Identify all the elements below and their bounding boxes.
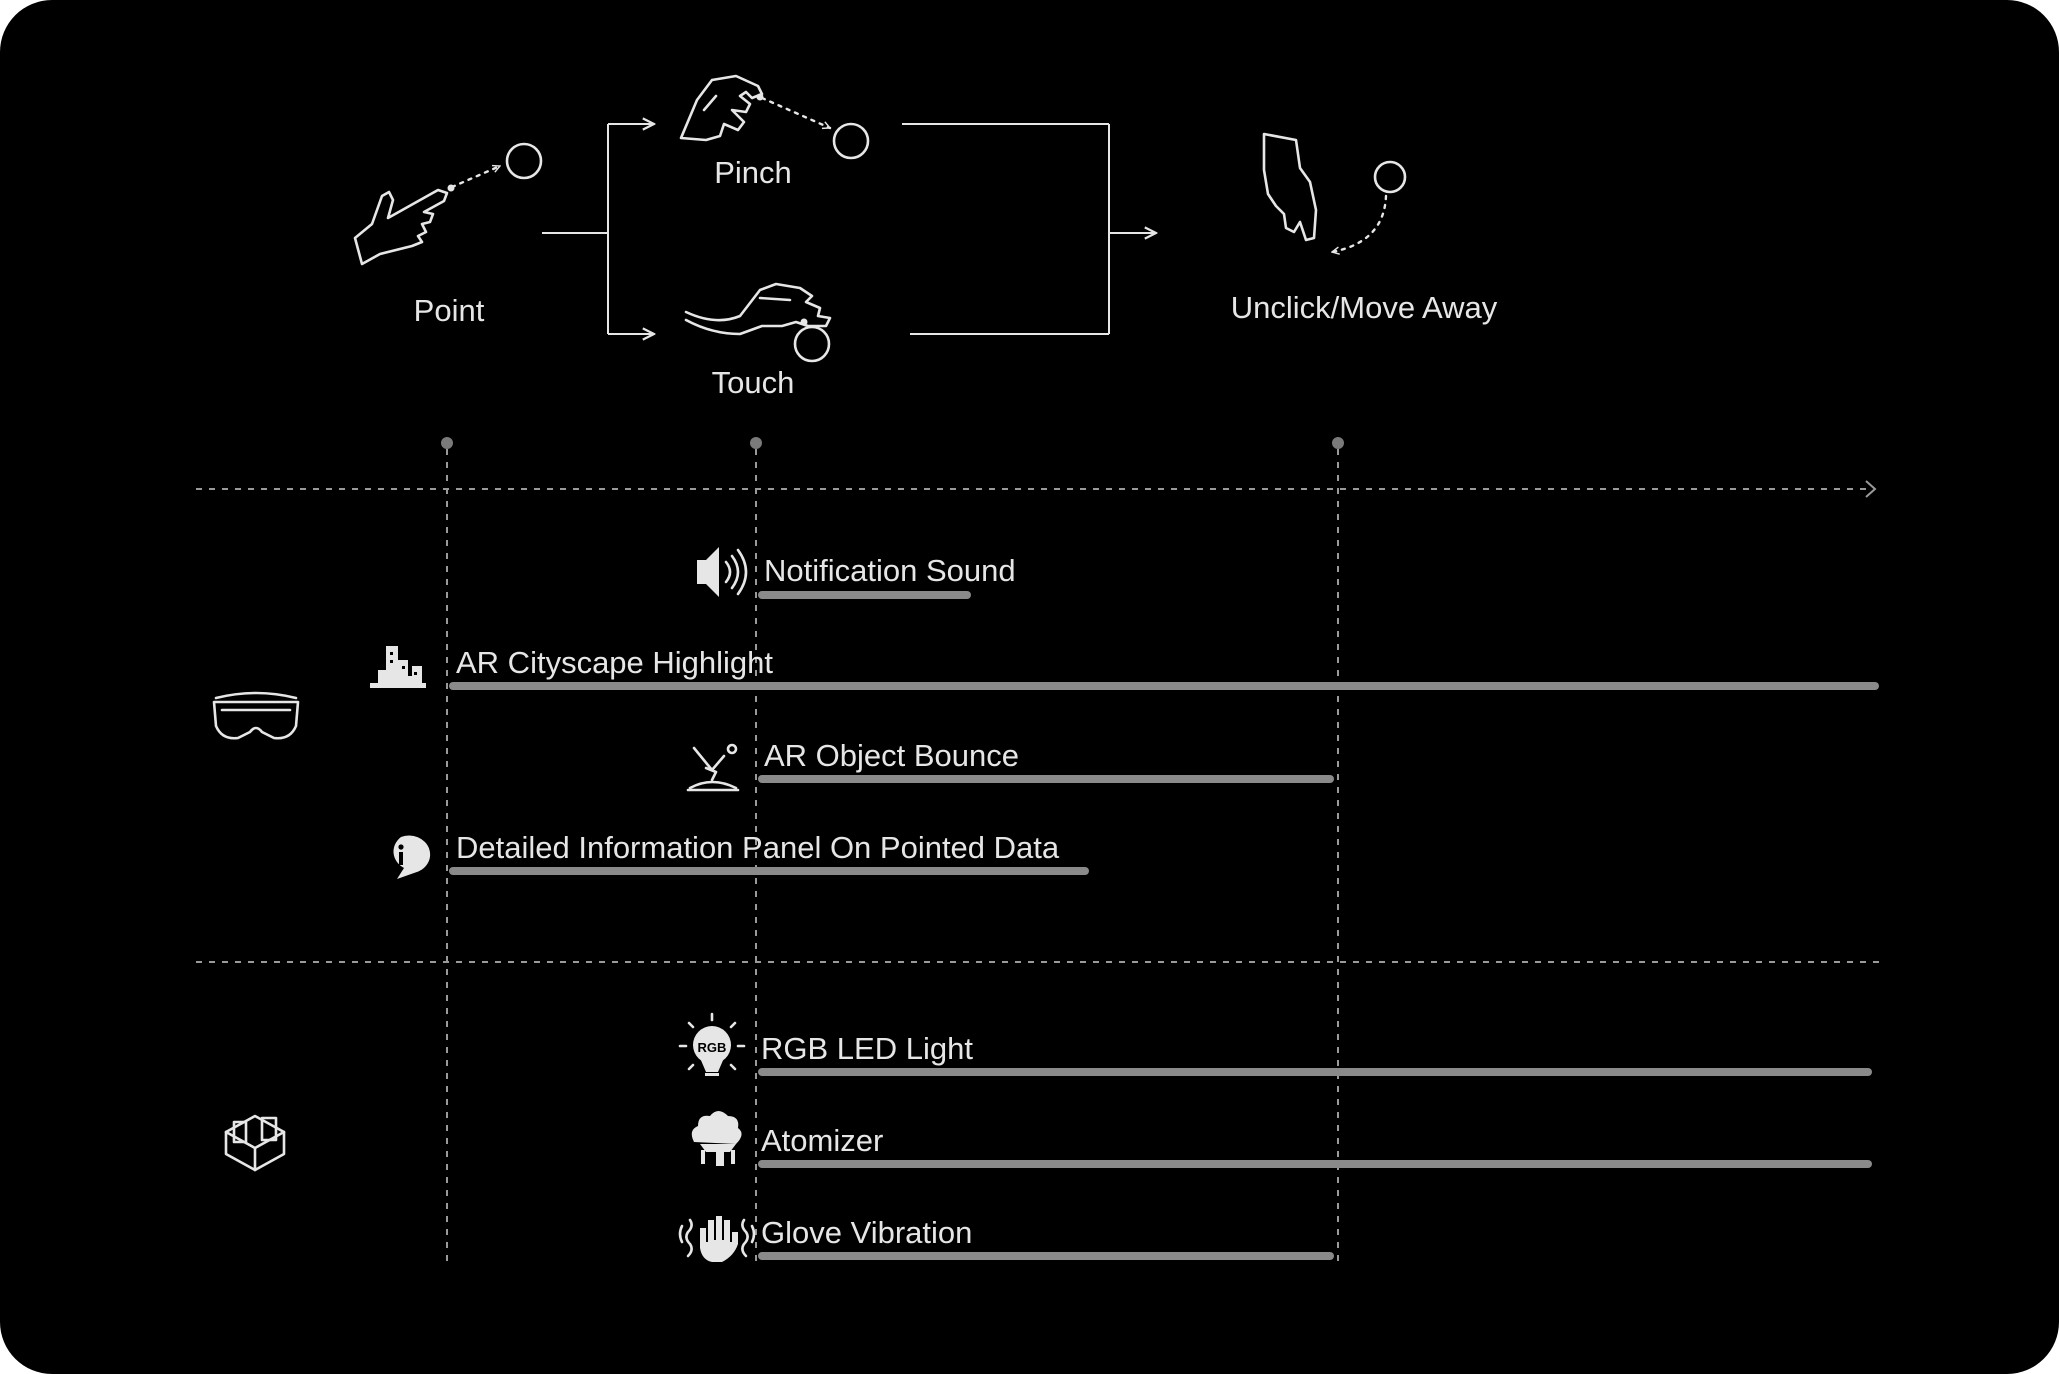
output-label-ar-object-bounce: AR Object Bounce <box>764 738 1019 773</box>
pointing-hand-icon <box>353 142 543 266</box>
gesture-label-pinch: Pinch <box>714 155 792 190</box>
milestone-pinch-touch <box>750 437 762 449</box>
rgb-bulb-icon-text: RGB <box>698 1040 727 1055</box>
duration-bar-ar-cityscape-highlight <box>449 682 1879 690</box>
milestone-unclick <box>1332 437 1344 449</box>
info-bubble-icon <box>393 835 431 879</box>
ar-glasses-icon <box>212 691 300 740</box>
output-label-glove-vibration: Glove Vibration <box>761 1215 972 1250</box>
timeline-guides <box>196 437 1880 1262</box>
duration-bar-atomizer <box>758 1160 1872 1168</box>
duration-bar-glove-vibration <box>758 1252 1334 1260</box>
output-label-detailed-information-panel: Detailed Information Panel On Pointed Da… <box>456 830 1060 865</box>
vibrating-glove-icon <box>678 1216 756 1262</box>
gesture-label-point: Point <box>414 293 485 328</box>
milestone-point <box>441 437 453 449</box>
touching-hand-icon <box>684 282 832 363</box>
duration-bar-rgb-led-light <box>758 1068 1872 1076</box>
flow-connectors <box>542 124 1156 334</box>
time-axis-arrow <box>1865 480 1877 498</box>
output-label-ar-cityscape-highlight: AR Cityscape Highlight <box>456 645 773 680</box>
duration-bar-notification-sound <box>758 591 971 599</box>
duration-bar-ar-object-bounce <box>758 775 1334 783</box>
gesture-label-touch: Touch <box>712 365 795 400</box>
physical-model-icon <box>224 1114 286 1172</box>
bounce-icon <box>686 743 740 792</box>
gesture-label-unclick: Unclick/Move Away <box>1231 290 1498 325</box>
gesture-flow: Point Pinch Touch Unclick/Move Away <box>353 74 1498 400</box>
cityscape-icon <box>370 646 426 688</box>
output-label-rgb-led-light: RGB LED Light <box>761 1031 973 1066</box>
duration-bar-detailed-information-panel <box>449 867 1089 875</box>
atomizer-icon <box>691 1111 742 1166</box>
output-label-atomizer: Atomizer <box>761 1123 883 1158</box>
speaker-icon <box>697 547 748 597</box>
rgb-bulb-icon: RGB <box>678 1012 746 1076</box>
pinching-hand-icon <box>679 74 870 160</box>
output-label-notification-sound: Notification Sound <box>764 553 1016 588</box>
releasing-hand-icon <box>1262 132 1407 252</box>
